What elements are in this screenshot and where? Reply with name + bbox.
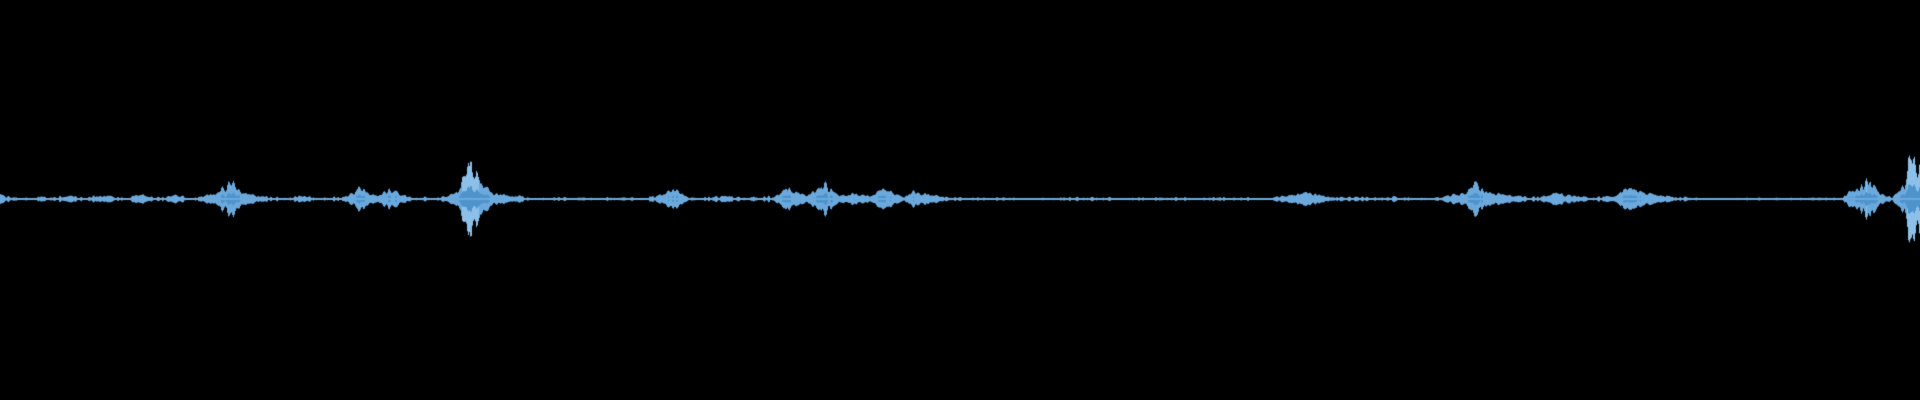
- waveform-click-surface[interactable]: [0, 0, 1920, 400]
- waveform-viewer[interactable]: [0, 0, 1920, 400]
- waveform-canvas[interactable]: [0, 0, 1920, 400]
